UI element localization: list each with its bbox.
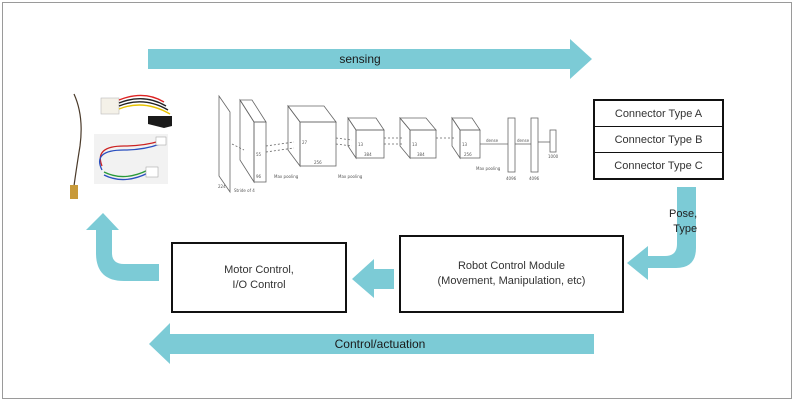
cnn-dashed-connectors [231, 137, 456, 153]
molex-connector [100, 97, 120, 115]
cnn-label-c1: 55 [256, 152, 262, 157]
connector-type-a: Connector Type A [595, 101, 722, 127]
robot-to-motor-arrow [352, 259, 394, 298]
cnn-label-d4: 384 [417, 152, 425, 157]
connector-type-b: Connector Type B [595, 127, 722, 153]
pose-type-label: Pose, Type [669, 207, 697, 237]
sensing-label: sensing [339, 52, 381, 66]
cnn-label-dense-1: dense [486, 138, 499, 143]
cnn-label-c4: 13 [412, 142, 418, 147]
sata-connector [148, 116, 172, 128]
cnn-fc1 [507, 117, 516, 173]
cnn-label-c3: 13 [358, 142, 364, 147]
cnn-label-d1: 96 [256, 174, 262, 179]
jst-plug-top [155, 136, 167, 146]
cnn-conv1-block [239, 98, 267, 184]
motor-control-line2: I/O Control [232, 278, 286, 291]
cnn-label-stride: Stride of 4 [234, 188, 255, 193]
cnn-conv4-block [399, 116, 437, 160]
cnn-label-d5: 256 [464, 152, 472, 157]
cnn-label-c5: 13 [462, 142, 468, 147]
connector-type-table: Connector Type A Connector Type B Connec… [593, 99, 724, 180]
cnn-label-c2: 27 [302, 140, 308, 145]
cnn-label-input-size: 224 [218, 184, 226, 189]
sma-connector [70, 185, 78, 199]
cnn-fc2 [530, 117, 539, 173]
motor-control-line1: Motor Control, [224, 263, 294, 276]
cnn-label-maxpool-3: Max pooling [476, 166, 501, 171]
pose-label-line1: Pose, [669, 208, 698, 220]
cnn-output [549, 129, 557, 153]
cnn-architecture: Stride of 4 Max pooling Max pooling Max … [218, 94, 559, 194]
cnn-conv2-block [287, 104, 337, 168]
pose-type-arrow [627, 187, 696, 280]
connector-photo [70, 93, 172, 199]
connector-type-c: Connector Type C [614, 159, 703, 172]
rf-pigtail-cable [73, 93, 82, 187]
cnn-label-maxpool-1: Max pooling [274, 174, 299, 179]
control-actuation-label: Control/actuation [334, 337, 426, 351]
robot-control-subtitle: (Movement, Manipulation, etc) [437, 275, 586, 287]
cnn-label-d2: 256 [314, 160, 322, 165]
motor-to-sensing-arrow [86, 213, 159, 281]
cnn-input-layer [218, 94, 231, 194]
motor-control-box: Motor Control, I/O Control [171, 242, 347, 313]
cnn-label-d3: 384 [364, 152, 372, 157]
cnn-label-fc1: 4096 [506, 176, 517, 181]
jst-plug-bottom [145, 166, 159, 178]
cnn-label-fc2: 4096 [529, 176, 540, 181]
robot-control-module-box: Robot Control Module (Movement, Manipula… [399, 235, 624, 313]
cnn-label-maxpool-2: Max pooling [338, 174, 363, 179]
control-actuation-arrow [149, 323, 594, 364]
pose-label-line2: Type [673, 223, 698, 235]
sensing-arrow [148, 39, 592, 79]
robot-control-title: Robot Control Module [457, 260, 565, 272]
cnn-label-output: 1000 [548, 154, 559, 159]
cnn-label-dense-2: dense [517, 138, 530, 143]
